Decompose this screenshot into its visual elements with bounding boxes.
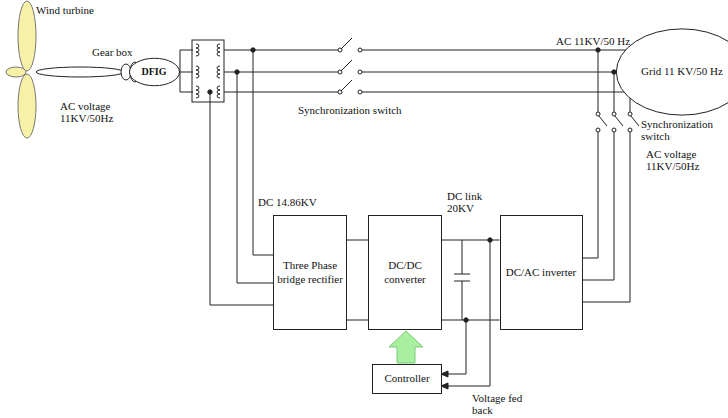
switch-label: Synchronization switch — [641, 118, 725, 142]
inverter-box: DC/AC inverter — [500, 215, 583, 330]
switch-label: Synchronization switch — [298, 104, 428, 116]
wind-turbine — [6, 1, 36, 138]
voltage-feedback — [441, 238, 492, 389]
node-label: Controller — [381, 372, 432, 385]
dc-link-label: DC link 20KV — [447, 190, 491, 214]
converter-box: DC/DC converter — [368, 215, 442, 330]
transformer — [192, 40, 224, 102]
voltage-label: AC 11KV/50 Hz — [556, 35, 636, 47]
dc-link-capacitor — [454, 240, 470, 320]
connector — [389, 331, 423, 363]
shaft-and-gearbox — [36, 62, 140, 82]
grid-circle: Grid 11 KV/50 Hz — [615, 28, 728, 116]
node-label: Three Phase bridge rectifier — [274, 259, 346, 285]
node-label: DC/AC inverter — [503, 266, 580, 279]
node-label: DFIG — [139, 66, 170, 78]
connector — [347, 240, 368, 320]
node-label: Grid 11 KV/50 Hz — [638, 65, 726, 78]
rectifier-box: Three Phase bridge rectifier — [273, 215, 347, 330]
voltage-label: AC voltage 11KV/50Hz — [646, 148, 724, 172]
node-label: DC/DC converter — [369, 259, 441, 285]
generator-circle: DFIG — [129, 58, 180, 86]
connector — [442, 240, 500, 320]
dc-voltage-label: DC 14.86KV — [258, 196, 338, 208]
feedback-label: Voltage fed back — [472, 392, 528, 416]
voltage-label: AC voltage 11KV/50Hz — [60, 100, 130, 124]
gearbox-label: Gear box — [92, 46, 142, 58]
controller-box: Controller — [372, 364, 442, 394]
turbine-label: Wind turbine — [36, 4, 126, 16]
